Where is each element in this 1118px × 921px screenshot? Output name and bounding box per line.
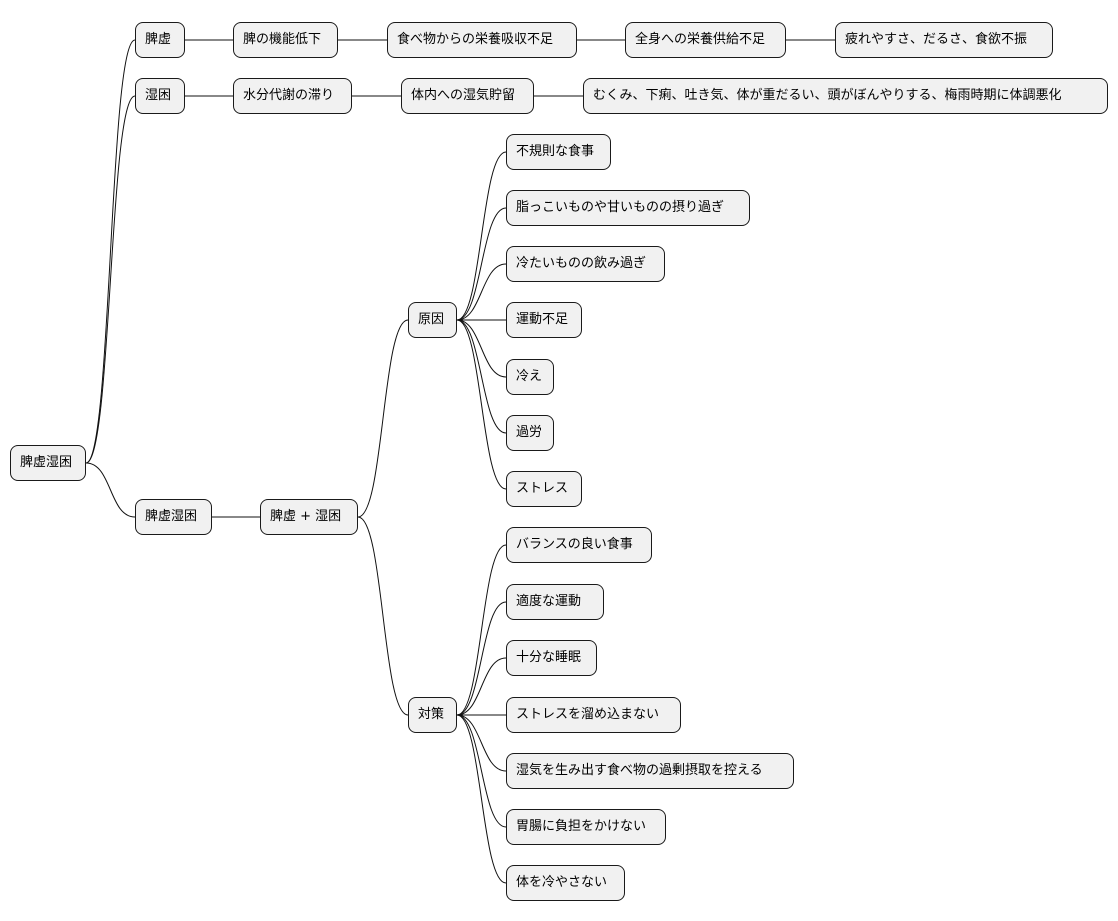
- shikkon-chain-node[interactable]: 水分代謝の滞り: [233, 78, 352, 114]
- shikkon-chain-node[interactable]: むくみ、下痢、吐き気、体が重だるい、頭がぼんやりする、梅雨時期に体調悪化: [583, 78, 1108, 114]
- hikyo-chain-node[interactable]: 食べ物からの栄養吸収不足: [387, 22, 577, 58]
- edge-measure-4: [456, 714, 507, 772]
- edge-sub-measures: [357, 516, 409, 716]
- edge-root-hikyo: [85, 39, 136, 464]
- measure-item[interactable]: 十分な睡眠: [506, 640, 597, 676]
- hikyo-chain-node[interactable]: 脾の機能低下: [233, 22, 338, 58]
- measure-item[interactable]: 胃腸に負担をかけない: [506, 809, 666, 845]
- causes-node[interactable]: 原因: [408, 302, 457, 338]
- edge-cause-4: [456, 319, 507, 378]
- measure-item[interactable]: 体を冷やさない: [506, 865, 625, 901]
- edge-cause-6: [456, 319, 507, 490]
- shikkon-chain-node[interactable]: 体内への湿気貯留: [401, 78, 534, 114]
- edge-measure-2: [456, 657, 507, 716]
- edge-sub-causes: [357, 319, 409, 518]
- edge-measure-1: [456, 601, 507, 716]
- cause-item[interactable]: ストレス: [506, 471, 582, 507]
- cause-item[interactable]: 運動不足: [506, 302, 582, 338]
- edge-root-shikkon: [85, 95, 136, 464]
- hikyo-chain-node[interactable]: 全身への栄養供給不足: [625, 22, 786, 58]
- edge-cause-5: [456, 319, 507, 434]
- cause-item[interactable]: 冷え: [506, 359, 554, 395]
- measures-node[interactable]: 対策: [408, 697, 457, 733]
- edge-cause-2: [456, 263, 507, 321]
- edge-root-combined: [85, 462, 136, 518]
- cause-item[interactable]: 不規則な食事: [506, 134, 611, 170]
- root-node[interactable]: 脾虚湿困: [10, 445, 86, 481]
- branch-combined[interactable]: 脾虚湿困: [135, 499, 212, 535]
- measure-item[interactable]: 湿気を生み出す食べ物の過剰摂取を控える: [506, 753, 794, 789]
- measure-item[interactable]: ストレスを溜め込まない: [506, 697, 681, 733]
- measure-item[interactable]: バランスの良い食事: [506, 527, 652, 563]
- measure-item[interactable]: 適度な運動: [506, 584, 604, 620]
- edge-measure-6: [456, 714, 507, 884]
- edge-measure-5: [456, 714, 507, 828]
- edge-measure-0: [456, 544, 507, 716]
- edge-cause-0: [456, 151, 507, 321]
- cause-item[interactable]: 冷たいものの飲み過ぎ: [506, 246, 665, 282]
- hikyo-chain-node[interactable]: 疲れやすさ、だるさ、食欲不振: [835, 22, 1053, 58]
- branch-shikkon[interactable]: 湿困: [135, 78, 185, 114]
- combined-sub-node[interactable]: 脾虚 + 湿困: [260, 499, 358, 535]
- branch-hikyo[interactable]: 脾虚: [135, 22, 185, 58]
- edge-cause-1: [456, 207, 507, 321]
- cause-item[interactable]: 脂っこいものや甘いものの摂り過ぎ: [506, 190, 750, 226]
- cause-item[interactable]: 過労: [506, 415, 554, 451]
